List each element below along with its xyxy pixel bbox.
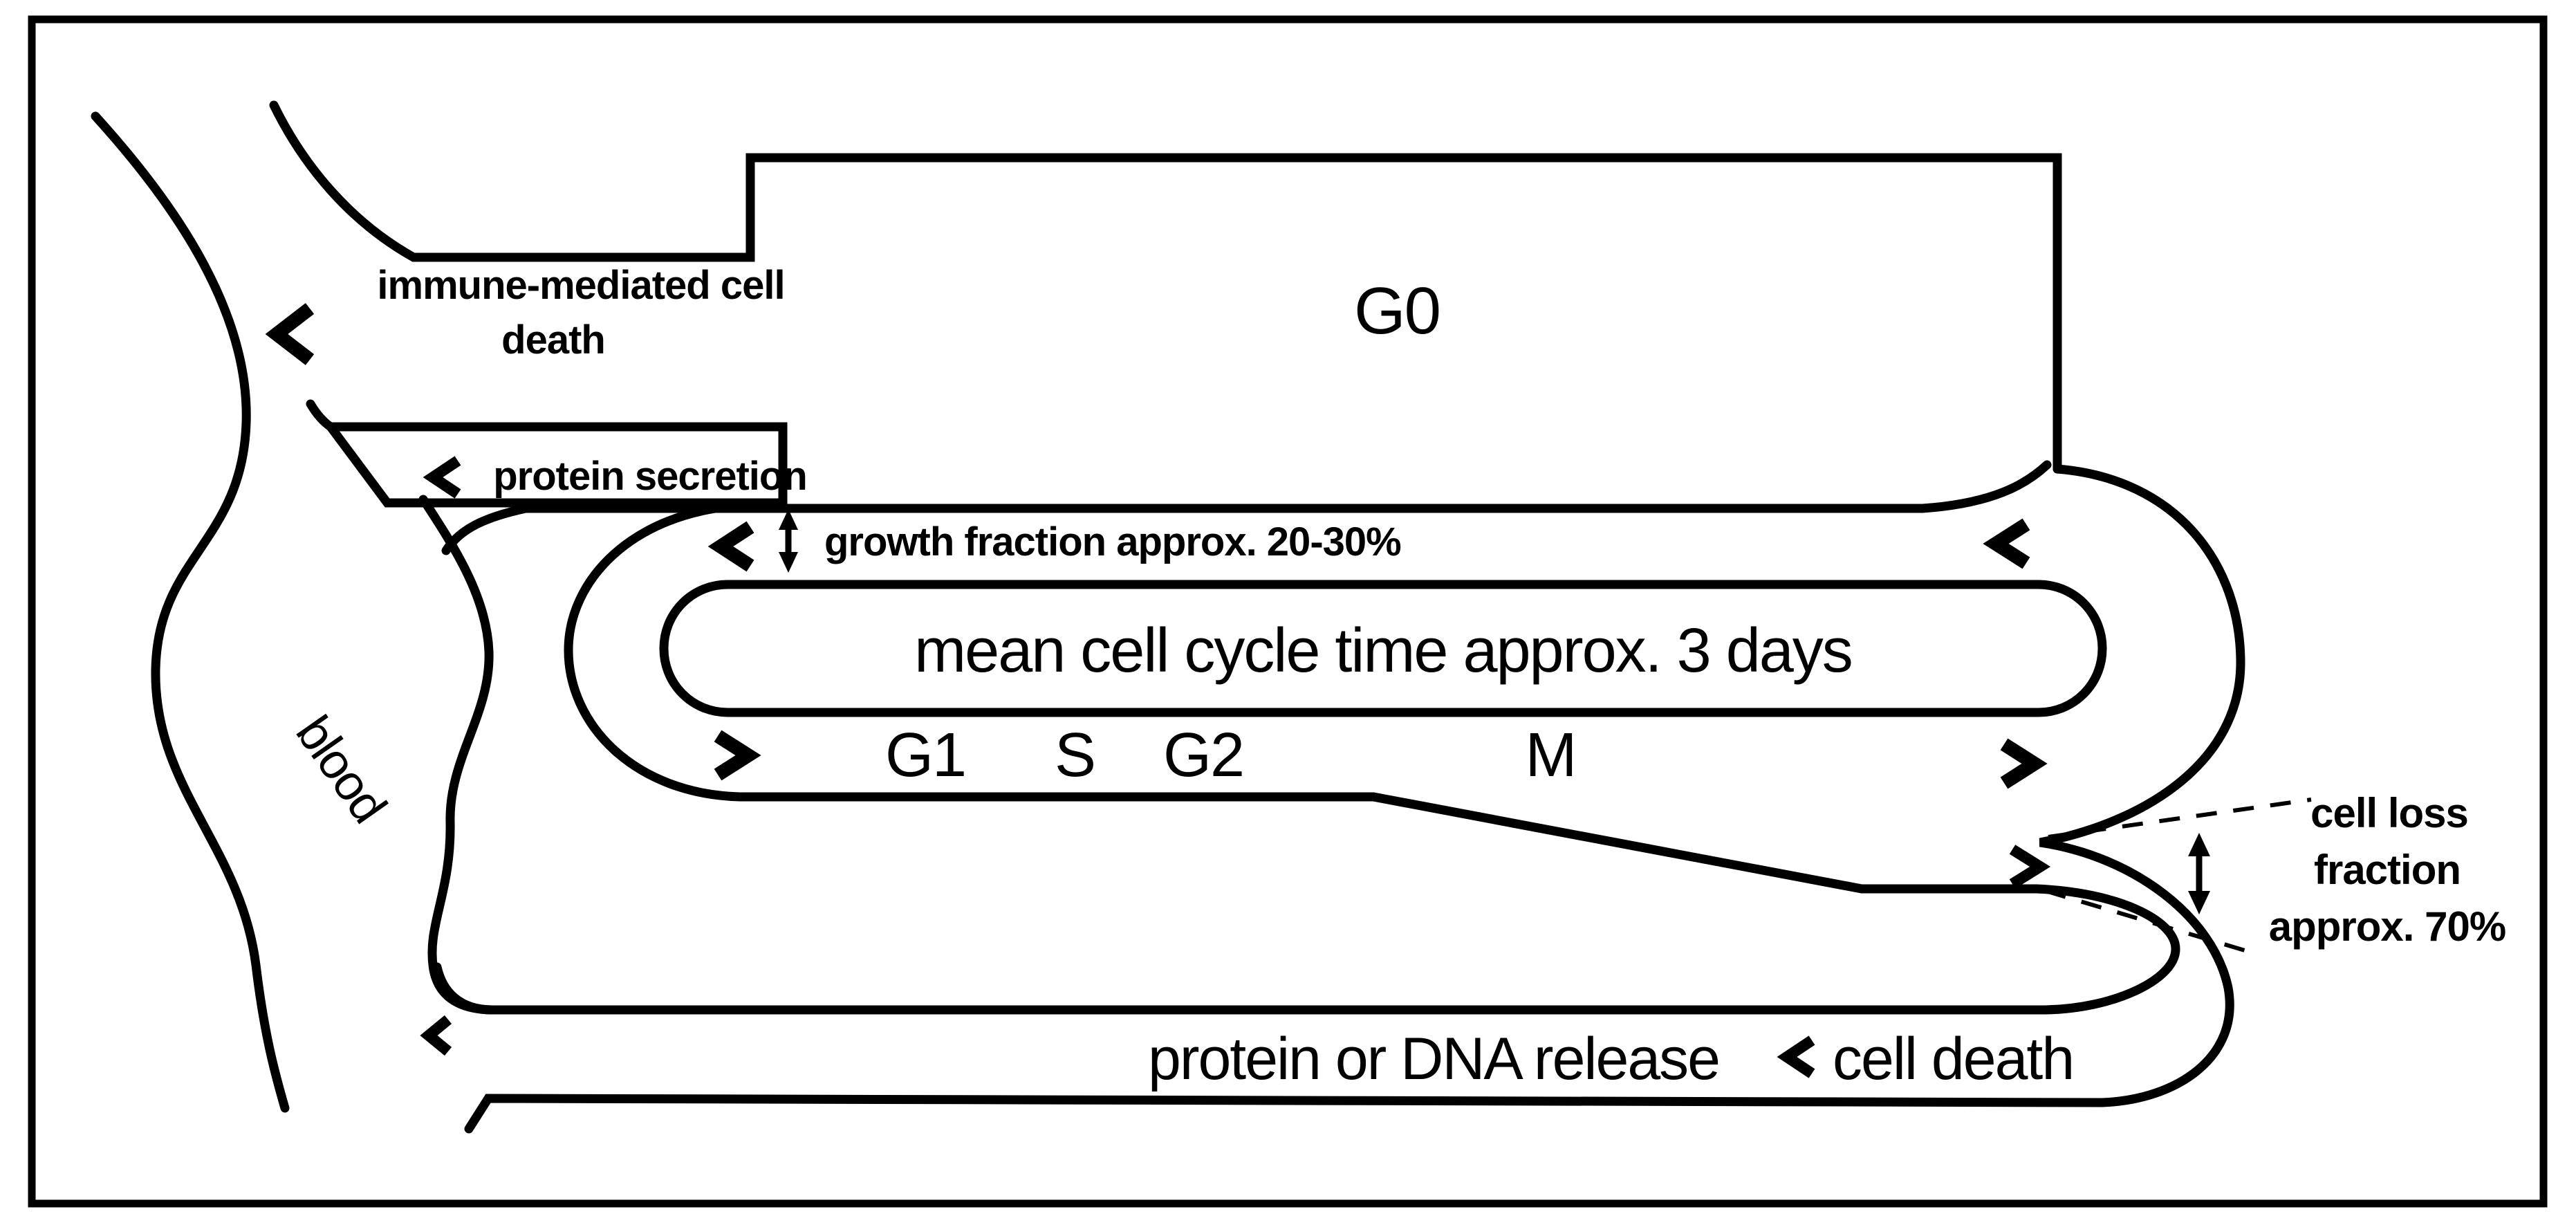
immune-mediated-label-line1: immune-mediated cell <box>377 263 784 308</box>
cycle-top-left-chevron-icon <box>707 521 754 572</box>
immune-flow-left-chevron-icon <box>265 303 315 365</box>
cycle-loop-bottom-and-death-lane <box>432 501 2180 1015</box>
phase-label-s: S <box>1055 721 1095 790</box>
phase-label-g1: G1 <box>885 721 965 790</box>
diagram-frame <box>28 15 2548 1208</box>
cycle-loop-top-edge <box>441 460 2052 555</box>
blood-label: blood <box>286 706 397 832</box>
phase-label-g2: G2 <box>1163 721 1243 790</box>
secretion-flow-left-chevron-icon <box>423 456 461 499</box>
protein-dna-release-label: protein or DNA release <box>1148 1026 1719 1092</box>
g0-entry-left-chevron-icon <box>1983 518 2030 569</box>
cell-loss-label-line2: fraction <box>2314 847 2461 893</box>
blood-vessel-right-wall-lower <box>418 495 496 1015</box>
immune-mediated-label-line2: death <box>501 317 605 362</box>
mean-cycle-time-label: mean cell cycle time approx. 3 days <box>914 616 1852 685</box>
cell-death-label: cell death <box>1833 1026 2073 1092</box>
cell-loss-double-arrow-icon <box>2188 833 2210 914</box>
blood-vessel-left-wall <box>91 111 290 1113</box>
protein-secretion-label: protein secretion <box>493 454 807 499</box>
vessel-wall-and-g0-outline <box>269 100 2062 474</box>
g0-to-death-outer-loop <box>464 464 2245 1134</box>
growth-fraction-label: growth fraction approx. 20-30% <box>824 519 1401 564</box>
phase-label-m: M <box>1526 721 1576 790</box>
cycle-exit-right-chevron-icon <box>2000 738 2048 789</box>
cell-cycle-stadium <box>659 580 2107 717</box>
cycle-bottom-right-chevron-icon <box>714 730 761 781</box>
cell-loss-dashed-pointer-upper <box>2048 798 2312 839</box>
growth-fraction-double-arrow-icon <box>779 509 798 573</box>
protein-secretion-channel <box>306 399 788 508</box>
g0-label: G0 <box>1354 274 1440 348</box>
cell-loss-label-line1: cell loss <box>2310 790 2468 836</box>
cell-death-left-chevron-icon <box>1777 1035 1815 1078</box>
cell-loss-gap-right-chevron-icon <box>2009 845 2051 889</box>
release-to-blood-left-chevron-icon <box>420 1015 452 1056</box>
cell-loss-label-line3: approx. 70% <box>2269 903 2505 950</box>
